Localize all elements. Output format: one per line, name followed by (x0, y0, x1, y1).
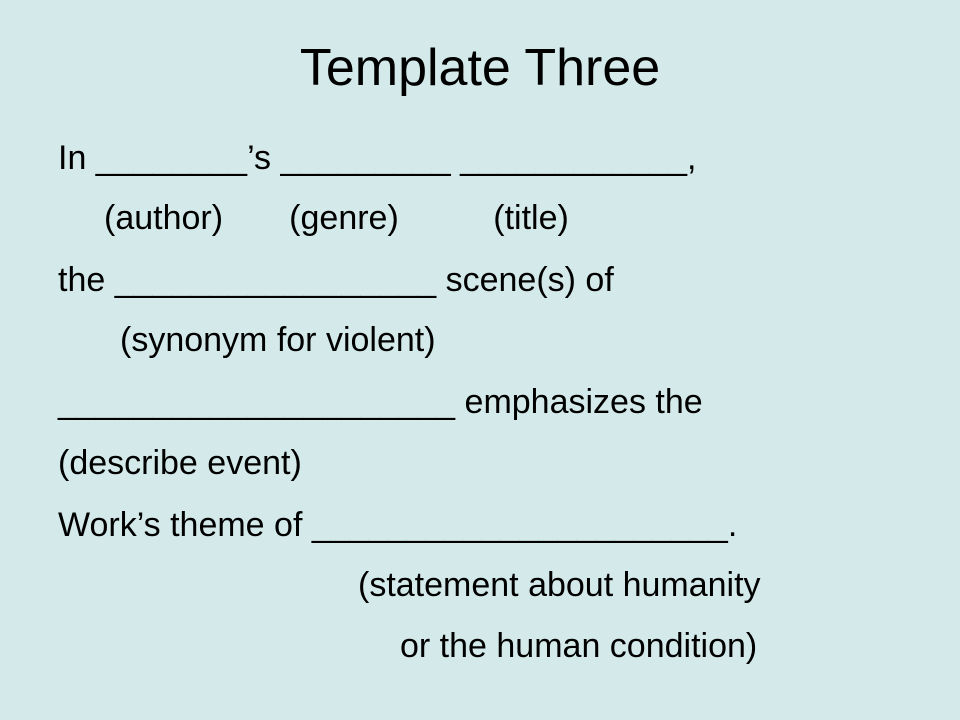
template-line-2: the _________________ scene(s) of (58, 261, 614, 299)
template-label-describe-event: (describe event) (58, 444, 302, 482)
template-label-statement-humanity: (statement about humanity (358, 566, 761, 604)
slide-title: Template Three (299, 39, 661, 97)
template-label-synonym-violent: (synonym for violent) (120, 321, 436, 359)
template-line-4: Work’s theme of ______________________. (58, 506, 738, 544)
template-line-1: In ________’s _________ ____________, (58, 139, 697, 177)
template-line-3: _____________________ emphasizes the (58, 383, 703, 421)
template-labels-author-genre-title: (author) (genre) (title) (104, 199, 569, 237)
template-label-human-condition: or the human condition) (400, 627, 758, 665)
